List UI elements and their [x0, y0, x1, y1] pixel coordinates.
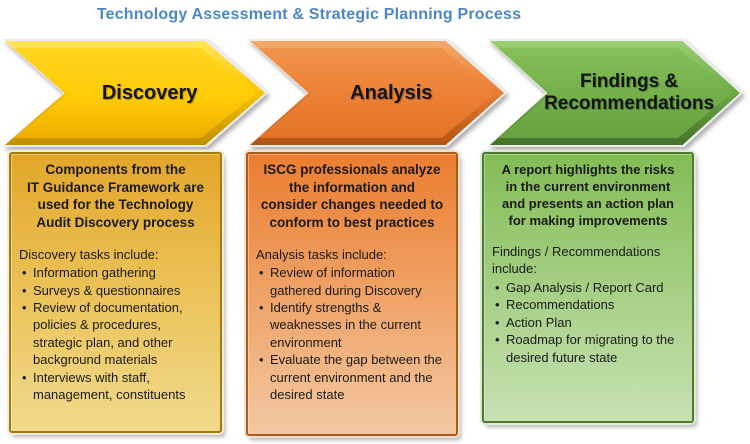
task-item: • Gap Analysis / Report Card: [492, 279, 684, 296]
task-text: Review of documentation, policies & proc…: [33, 299, 183, 368]
task-item: • Action Plan: [492, 314, 684, 331]
bullet-icon: •: [259, 299, 264, 315]
bullet-icon: •: [259, 352, 264, 368]
task-text: Gap Analysis / Report Card: [506, 279, 664, 295]
task-text: Review of information gathered during Di…: [270, 265, 422, 298]
findings-detail-box: A report highlights the risks in the cur…: [482, 152, 694, 423]
bullet-icon: •: [495, 332, 500, 348]
task-text: Evaluate the gap between the current env…: [270, 352, 443, 402]
chevron-analysis: Analysis: [247, 39, 507, 147]
task-item: • Review of information gathered during …: [256, 264, 448, 299]
findings-summary: A report highlights the risks in the cur…: [501, 162, 675, 229]
bullet-icon: •: [22, 265, 27, 281]
chevron-findings: Findings & Recommendations: [487, 39, 743, 147]
discovery-summary: Components from the IT Guidance Framewor…: [26, 162, 205, 231]
analysis-tasks-heading: Analysis tasks include:: [256, 246, 387, 262]
bullet-icon: •: [495, 279, 500, 295]
task-text: Roadmap for migrating to the desired fut…: [506, 332, 675, 365]
task-text: Surveys & questionnaires: [33, 282, 181, 298]
analysis-tasks: Analysis tasks include: • Review of info…: [256, 246, 448, 404]
findings-tasks-heading: Findings / Recommendations include:: [492, 244, 661, 277]
bullet-icon: •: [22, 282, 27, 298]
task-item: • Evaluate the gap between the current e…: [256, 351, 448, 403]
task-item: • Surveys & questionnaires: [19, 282, 212, 299]
findings-task-list: • Gap Analysis / Report Card • Recommend…: [492, 279, 684, 366]
chevron-discovery-label: Discovery: [101, 81, 198, 104]
task-text: Interviews with staff, management, const…: [33, 369, 186, 402]
task-item: • Information gathering: [19, 264, 212, 281]
analysis-summary: ISCG professionals analyze the informati…: [260, 162, 444, 231]
bullet-icon: •: [22, 299, 27, 315]
task-text: Action Plan: [506, 314, 572, 330]
task-text: Recommendations: [506, 297, 615, 313]
task-item: • Identify strengths & weaknesses in the…: [256, 299, 448, 351]
task-text: Information gathering: [33, 265, 156, 281]
task-item: • Review of documentation, policies & pr…: [19, 299, 212, 369]
bullet-icon: •: [259, 265, 264, 281]
chevron-analysis-label: Analysis: [350, 81, 433, 104]
discovery-tasks: Discovery tasks include: • Information g…: [19, 246, 212, 404]
task-item: • Interviews with staff, management, con…: [19, 369, 212, 404]
chevron-findings-label: Findings & Recommendations: [544, 70, 715, 114]
discovery-detail-box: Components from the IT Guidance Framewor…: [9, 152, 222, 433]
analysis-task-list: • Review of information gathered during …: [256, 264, 448, 403]
chevron-discovery: Discovery: [2, 39, 268, 147]
bullet-icon: •: [495, 297, 500, 313]
findings-tasks: Findings / Recommendations include: • Ga…: [492, 243, 684, 366]
bullet-icon: •: [495, 314, 500, 330]
discovery-tasks-heading: Discovery tasks include:: [19, 246, 159, 262]
discovery-task-list: • Information gathering • Surveys & ques…: [19, 264, 212, 403]
task-item: • Roadmap for migrating to the desired f…: [492, 331, 684, 366]
analysis-detail-box: ISCG professionals analyze the informati…: [246, 152, 458, 436]
bullet-icon: •: [22, 369, 27, 385]
task-item: • Recommendations: [492, 296, 684, 313]
diagram-title: Technology Assessment & Strategic Planni…: [96, 6, 522, 23]
task-text: Identify strengths & weaknesses in the c…: [270, 299, 422, 350]
